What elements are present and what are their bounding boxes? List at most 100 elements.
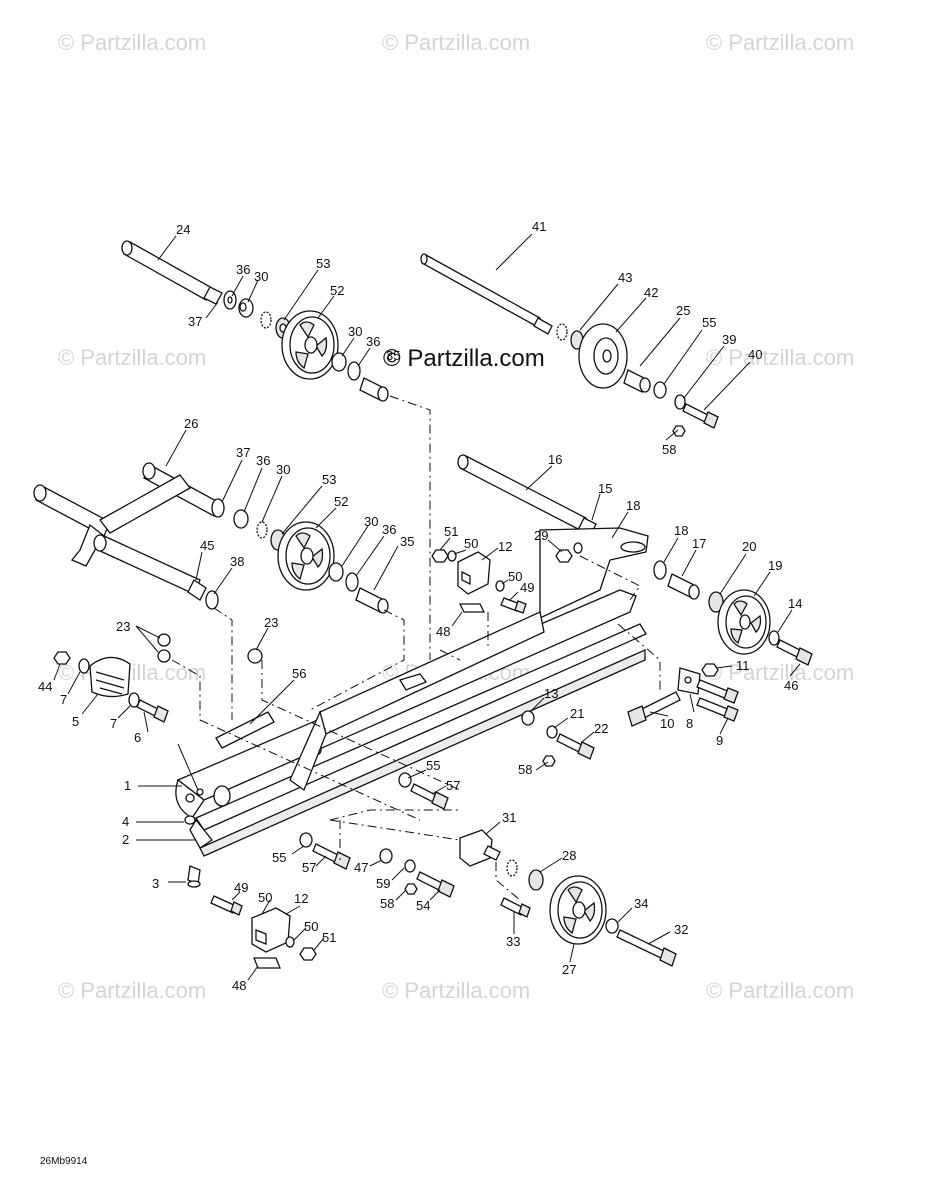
diagram-code: 26Mb9914: [40, 1156, 88, 1167]
part-label: 28: [562, 848, 576, 863]
bolt-32: [616, 929, 677, 967]
part-label: 29: [534, 528, 548, 543]
part-label: 39: [722, 332, 736, 347]
part-label: 33: [506, 934, 520, 949]
spacer-35-top: [359, 377, 389, 402]
part-label: 32: [674, 922, 688, 937]
axle-41: [420, 253, 553, 335]
part-label: 19: [768, 558, 782, 573]
washer-36-mid: [211, 498, 225, 518]
washer-18-b: [653, 560, 667, 580]
rail-1: [175, 527, 649, 857]
spacer-30-top-b: [331, 352, 347, 372]
leaders: [53, 233, 801, 981]
watermark: © Partzilla.com: [382, 978, 531, 1003]
part-label: 10: [660, 716, 674, 731]
part-label: 31: [502, 810, 516, 825]
part-label: 18: [674, 523, 688, 538]
part-label: 23: [116, 619, 130, 634]
bolt-57-low: [312, 843, 351, 870]
bolt-6: [136, 699, 169, 723]
washer-13: [521, 710, 535, 726]
bracket-8: [677, 667, 701, 695]
washer-23-a: [157, 633, 171, 647]
part-label: 30: [276, 462, 290, 477]
block-12-low: [251, 907, 291, 953]
part-label: 2: [122, 832, 129, 847]
bolt-49-low: [210, 895, 243, 916]
washer-29-b: [573, 542, 583, 554]
part-label: 30: [348, 324, 362, 339]
wheel-27: [549, 875, 607, 945]
part-labels: 24 36 30 53 52 37 30 36 35 41 43 42 25 5…: [38, 219, 802, 993]
part-label: 48: [232, 978, 246, 993]
pivot-31: [459, 829, 501, 867]
part-label: 56: [292, 666, 306, 681]
part-label: 49: [234, 880, 248, 895]
part-label: 16: [548, 452, 562, 467]
plate-56: [215, 711, 275, 749]
wheel-42: [578, 323, 628, 389]
washer-50-top-b: [495, 580, 505, 592]
part-label: 38: [230, 554, 244, 569]
part-label: 50: [304, 919, 318, 934]
part-label: 7: [110, 716, 117, 731]
washer-34: [605, 918, 619, 934]
slider-48-low: [253, 957, 281, 969]
bolt-49-top: [500, 597, 527, 614]
part-label: 26: [184, 416, 198, 431]
part-label: 15: [598, 481, 612, 496]
part-label: 50: [258, 890, 272, 905]
nut-51-low: [299, 947, 317, 961]
part-label: 55: [272, 850, 286, 865]
part-label: 53: [322, 472, 336, 487]
part-label: 57: [302, 860, 316, 875]
bolt-40: [682, 403, 719, 429]
watermark: © Partzilla.com: [706, 30, 855, 55]
part-label: 35: [400, 534, 414, 549]
washer-47: [379, 848, 393, 864]
part-label: 57: [446, 778, 460, 793]
washer-14: [768, 630, 780, 646]
axle-24: [121, 240, 223, 305]
part-label: 51: [322, 930, 336, 945]
part-label: 40: [748, 347, 762, 362]
washer-55-low: [299, 832, 313, 848]
part-label: 48: [436, 624, 450, 639]
washer-7-b: [128, 692, 140, 708]
part-label: 23: [264, 615, 278, 630]
part-label: 35: [386, 348, 400, 363]
part-label: 22: [594, 721, 608, 736]
part-label: 4: [122, 814, 129, 829]
watermark: © Partzilla.com: [58, 978, 207, 1003]
washer-36-top: [223, 290, 237, 310]
spacer-30-mid: [233, 509, 249, 529]
part-label: 43: [618, 270, 632, 285]
spacer-17: [667, 573, 700, 600]
part-label: 50: [464, 536, 478, 551]
washer-36-mid-b: [345, 572, 359, 592]
watermark: © Partzilla.com: [58, 30, 207, 55]
nut-58-low: [404, 883, 418, 895]
washer-50-low: [285, 936, 295, 948]
part-label: 36: [256, 453, 270, 468]
slider-48-top: [458, 603, 486, 613]
part-label: 25: [676, 303, 690, 318]
ring-top: [260, 311, 272, 329]
part-label: 45: [200, 538, 214, 553]
part-label: 53: [316, 256, 330, 271]
spacer-30-mid-b: [328, 562, 344, 582]
part-label: 50: [508, 569, 522, 584]
spacer-35-mid: [355, 587, 389, 614]
part-label: 37: [236, 445, 250, 460]
washer-59: [404, 859, 416, 873]
part-label: 7: [60, 692, 67, 707]
part-label: 8: [686, 716, 693, 731]
part-label: 46: [784, 678, 798, 693]
part-label: 14: [788, 596, 802, 611]
washer-39: [674, 394, 686, 410]
bolt-54: [416, 871, 455, 898]
part-label: 44: [38, 679, 52, 694]
part-label: 36: [382, 522, 396, 537]
